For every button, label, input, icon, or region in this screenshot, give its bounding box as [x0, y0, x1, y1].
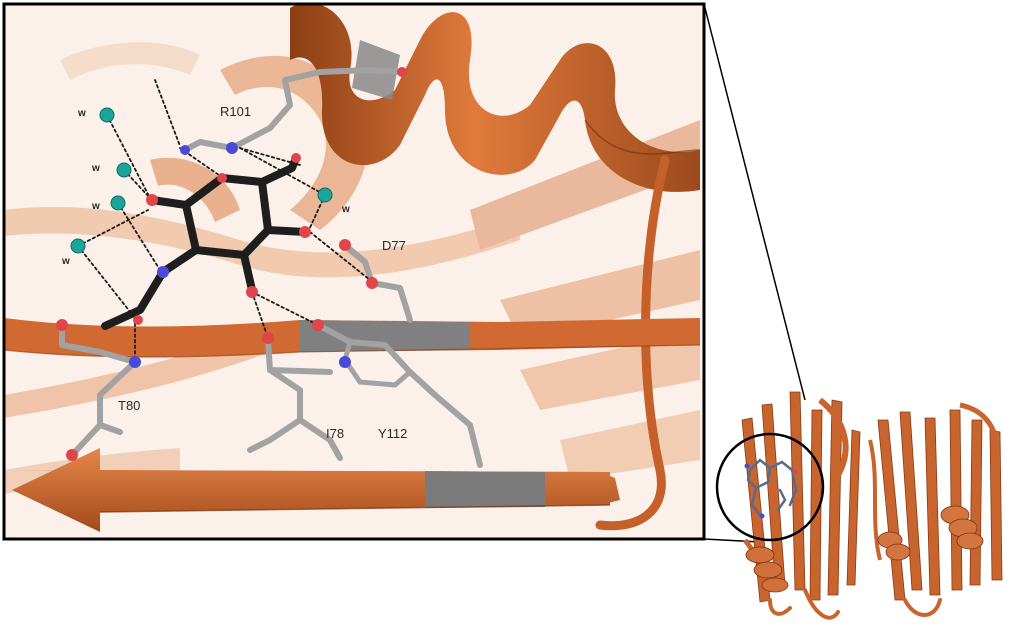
residue-label-y112: Y112	[378, 426, 407, 441]
hydrogen-bonds	[77, 79, 371, 361]
water-label: w	[341, 204, 350, 215]
beta-strand-arrow	[4, 448, 620, 532]
beta-strand-middle	[4, 318, 701, 358]
ligand-sticks	[101, 154, 309, 330]
zoom-panel-frame	[2, 2, 706, 541]
water-label: w	[91, 201, 100, 212]
residue-label-t80: T80	[118, 398, 140, 413]
zoom-panel: w w w w w R101 D77 T80 I78 Y112	[4, 4, 704, 539]
residue-label-d77: D77	[382, 238, 406, 253]
water-label: w	[91, 163, 100, 174]
atoms-nitrogen	[129, 142, 351, 368]
zoom-connector-top	[703, 3, 806, 401]
residue-label-i78: I78	[326, 426, 344, 441]
water-label: w	[77, 108, 86, 119]
overview-protein	[715, 391, 1003, 620]
atoms-water	[70, 107, 333, 254]
coil-loop	[595, 155, 670, 531]
residue-label-r101: R101	[220, 104, 251, 119]
water-label: w	[61, 256, 70, 267]
zoom-region-circle	[715, 432, 825, 542]
zoom-connector-bottom	[703, 538, 761, 543]
atoms-oxygen	[56, 67, 407, 461]
